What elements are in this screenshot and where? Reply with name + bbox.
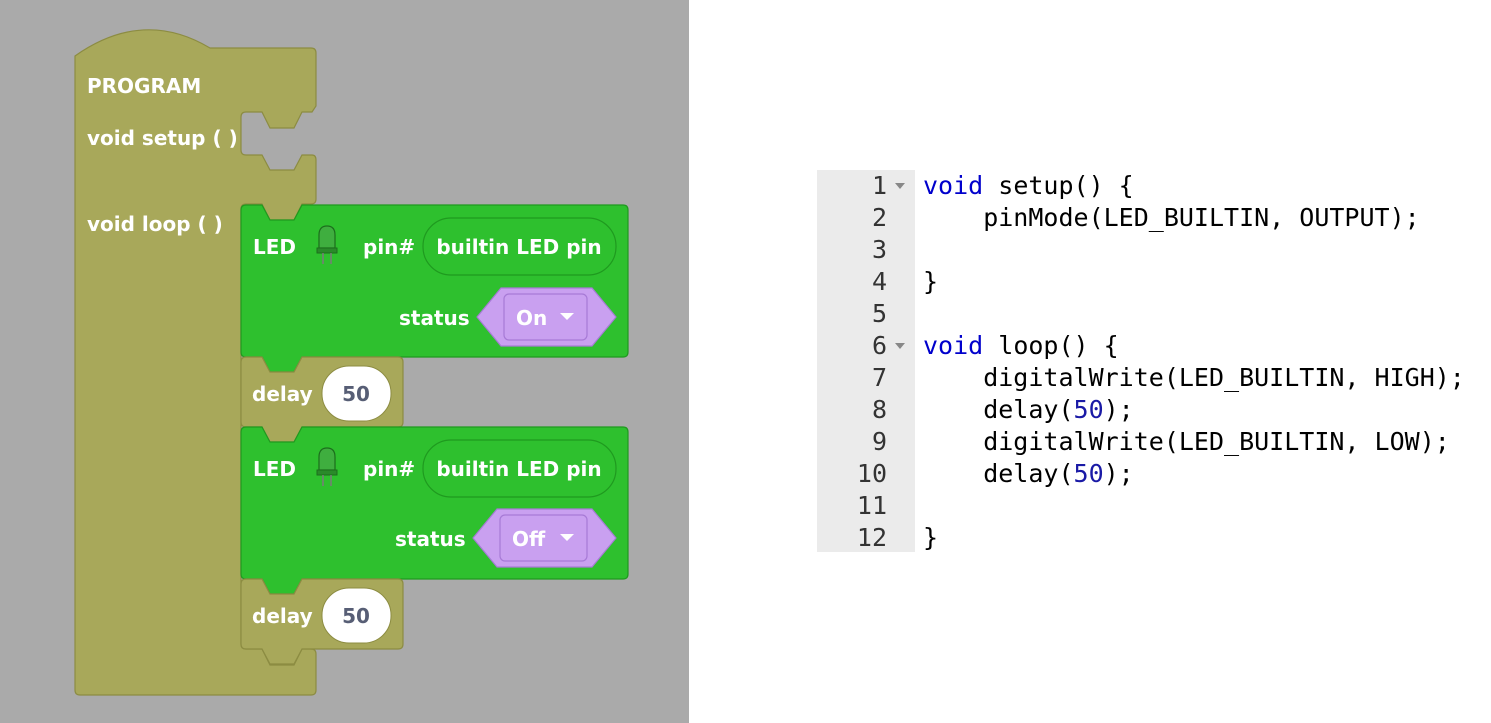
line-number: 6 — [871, 331, 887, 360]
line-number: 5 — [871, 299, 887, 328]
code-line[interactable]: 9 digitalWrite(LED_BUILTIN, LOW); — [817, 426, 1491, 458]
code-number: 50 — [1073, 395, 1104, 424]
led1-label: LED — [253, 235, 296, 259]
fold-arrow-icon[interactable] — [895, 343, 905, 349]
code-text: void setup() { — [923, 170, 1134, 202]
led-bulb-icon — [316, 447, 338, 486]
fold-arrow-icon[interactable] — [895, 183, 905, 189]
code-text: digitalWrite(LED_BUILTIN, LOW); — [923, 426, 1450, 458]
delay1-label: delay — [252, 382, 313, 406]
code-token: delay( — [923, 395, 1074, 424]
code-token: loop() { — [983, 331, 1119, 360]
caret-down-icon — [560, 534, 574, 541]
led1-status-value: On — [516, 306, 547, 330]
led2-status-field[interactable] — [499, 514, 588, 562]
code-token: ); — [1103, 459, 1134, 488]
block-workspace[interactable]: PROGRAM void setup ( ) void loop ( ) LED… — [0, 0, 689, 723]
code-line[interactable]: 3 — [817, 234, 1491, 266]
loop-label: void loop ( ) — [87, 212, 223, 236]
line-number: 1 — [871, 171, 887, 200]
delay1-input[interactable] — [321, 365, 392, 422]
line-number: 3 — [871, 235, 887, 264]
code-line[interactable]: 11 — [817, 490, 1491, 522]
code-text: pinMode(LED_BUILTIN, OUTPUT); — [923, 202, 1420, 234]
led2-pin-label: pin# — [363, 457, 415, 481]
line-number: 10 — [856, 459, 887, 488]
setup-label: void setup ( ) — [87, 126, 238, 150]
led1-status-field[interactable] — [503, 293, 588, 341]
led1-pin-value: builtin LED pin — [436, 235, 601, 259]
line-number: 4 — [871, 267, 887, 296]
code-line[interactable]: 4} — [817, 266, 1491, 298]
caret-down-icon — [560, 313, 574, 320]
led2-status-value: Off — [512, 527, 546, 551]
led-bulb-icon — [316, 225, 338, 264]
code-token: setup() { — [983, 171, 1134, 200]
line-number-gutter — [817, 170, 915, 552]
code-line[interactable]: 2 pinMode(LED_BUILTIN, OUTPUT); — [817, 202, 1491, 234]
led1-status-label: status — [399, 306, 470, 330]
code-line[interactable]: 12} — [817, 522, 1491, 554]
delay1-value: 50 — [342, 382, 370, 406]
program-block[interactable] — [74, 29, 317, 696]
code-token: } — [923, 267, 939, 296]
line-number: 8 — [871, 395, 887, 424]
led2-pin-input[interactable] — [422, 439, 617, 498]
code-text: void loop() { — [923, 330, 1119, 362]
led1-pin-label: pin# — [363, 235, 415, 259]
code-line[interactable]: 6 void loop() { — [817, 330, 1491, 362]
code-token: delay( — [923, 459, 1074, 488]
code-text: } — [923, 522, 938, 554]
code-line[interactable]: 1 void setup() { — [817, 170, 1491, 202]
code-token: pinMode(LED_BUILTIN, OUTPUT); — [923, 203, 1420, 232]
line-number: 2 — [871, 203, 887, 232]
led2-pin-value: builtin LED pin — [436, 457, 601, 481]
led1-pin-input[interactable] — [422, 217, 617, 276]
delay2-input[interactable] — [321, 587, 392, 644]
line-number: 11 — [856, 491, 887, 520]
code-text: } — [923, 266, 938, 298]
code-text: delay(50); — [923, 394, 1134, 426]
code-line[interactable]: 7 digitalWrite(LED_BUILTIN, HIGH); — [817, 362, 1491, 394]
led2-label: LED — [253, 457, 296, 481]
line-number: 12 — [856, 523, 887, 552]
program-label: PROGRAM — [87, 74, 201, 98]
code-number: 50 — [1073, 459, 1104, 488]
line-number: 7 — [871, 363, 887, 392]
code-token: } — [923, 523, 939, 552]
code-text: delay(50); — [923, 458, 1134, 490]
code-keyword: void — [923, 331, 984, 360]
code-keyword: void — [923, 171, 984, 200]
code-text: digitalWrite(LED_BUILTIN, HIGH); — [923, 362, 1465, 394]
code-line[interactable]: 5 — [817, 298, 1491, 330]
led2-status-label: status — [395, 527, 466, 551]
code-token: ); — [1103, 395, 1134, 424]
code-token: digitalWrite(LED_BUILTIN, HIGH); — [923, 363, 1465, 392]
delay2-value: 50 — [342, 604, 370, 628]
blocks-canvas: PROGRAM void setup ( ) void loop ( ) LED… — [74, 29, 629, 696]
code-line[interactable]: 8 delay(50); — [817, 394, 1491, 426]
delay2-label: delay — [252, 604, 313, 628]
code-line[interactable]: 10 delay(50); — [817, 458, 1491, 490]
code-token: digitalWrite(LED_BUILTIN, LOW); — [923, 427, 1450, 456]
line-number: 9 — [871, 427, 887, 456]
